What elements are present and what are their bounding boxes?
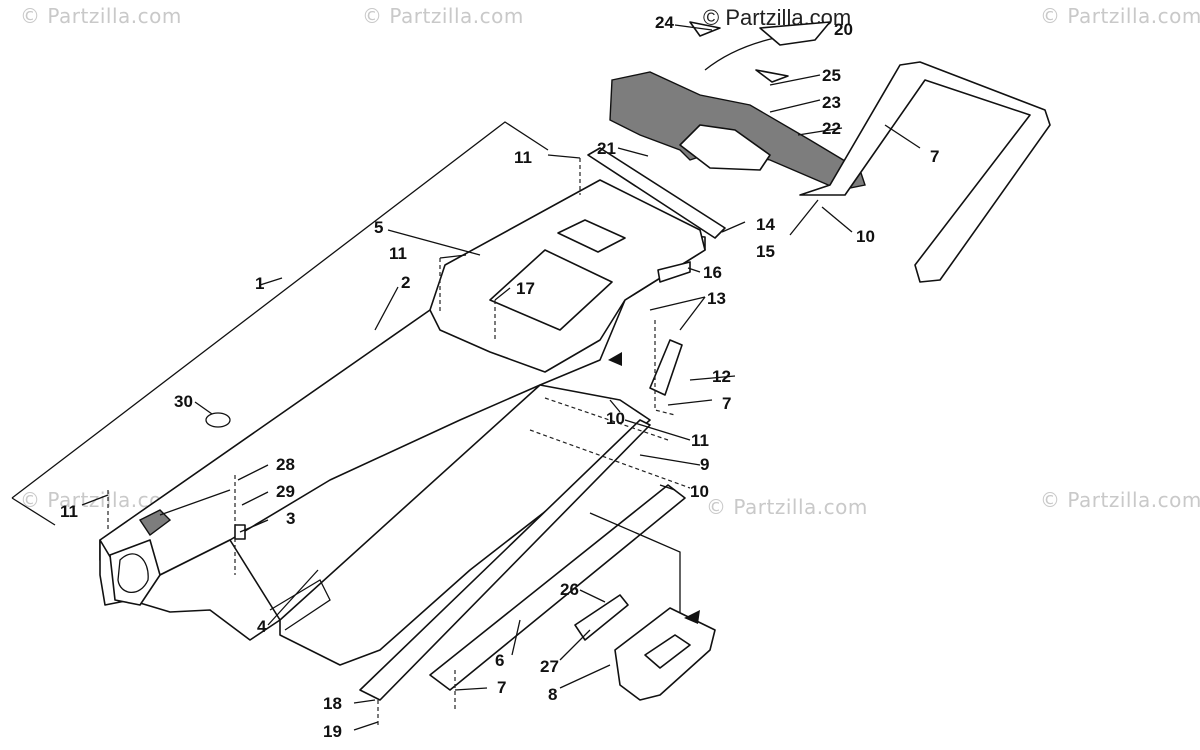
reference-arrows [608,352,700,624]
grab-bar [799,61,1051,283]
callout-labels: 1 2 3 4 5 6 7 7 7 8 9 10 10 10 11 11 11 … [60,13,939,741]
callout-18: 18 [323,694,342,713]
callout-7-bottom: 7 [497,678,506,697]
callout-28: 28 [276,455,295,474]
callout-15: 15 [756,242,775,261]
callout-16: 16 [703,263,722,282]
callout-11-right: 11 [691,431,709,450]
callout-8: 8 [548,685,557,704]
callout-4: 4 [257,617,267,636]
callout-23: 23 [822,93,841,112]
leader-lines [81,24,921,731]
callout-27: 27 [540,657,559,676]
deck-plate [429,147,726,373]
callout-10-bottom: 10 [690,482,709,501]
callout-1: 1 [255,274,264,293]
callout-7-top: 7 [930,147,939,166]
watermark-mid-right: © Partzilla.com [1040,488,1200,512]
callout-26: 26 [560,580,579,599]
callout-10-mid: 10 [606,409,625,428]
callout-17: 17 [516,279,535,298]
callout-2: 2 [401,273,410,292]
callout-10-top: 10 [856,227,875,246]
callout-5: 5 [374,218,383,237]
callout-24: 24 [655,13,674,32]
watermark-top-center: © Partzilla.com [362,4,524,28]
callout-11-mid: 11 [389,244,407,263]
callout-20: 20 [834,20,853,39]
callout-7-mid: 7 [722,394,731,413]
callout-14: 14 [756,215,775,234]
callout-21: 21 [597,139,616,158]
callout-11-top: 11 [514,148,532,167]
watermark-mid-center: © Partzilla.com [706,495,868,519]
callout-9: 9 [700,455,709,474]
callout-19: 19 [323,722,342,741]
watermark-top-right: © Partzilla.com [1040,4,1200,28]
callout-22: 22 [822,119,841,138]
callout-12: 12 [712,367,731,386]
arrow-marker-upper [608,352,622,366]
callout-13: 13 [707,289,726,308]
side-rail [359,419,686,701]
arrow-marker-lower [684,610,700,624]
rear-bumper [574,594,716,701]
callout-29: 29 [276,482,295,501]
watermark-top-left: © Partzilla.com [20,4,182,28]
callout-11-left: 11 [60,502,78,521]
callout-6: 6 [495,651,504,670]
callout-30: 30 [174,392,193,411]
callout-25: 25 [822,66,841,85]
callout-3: 3 [286,509,295,528]
assembly-bracket [11,121,549,526]
